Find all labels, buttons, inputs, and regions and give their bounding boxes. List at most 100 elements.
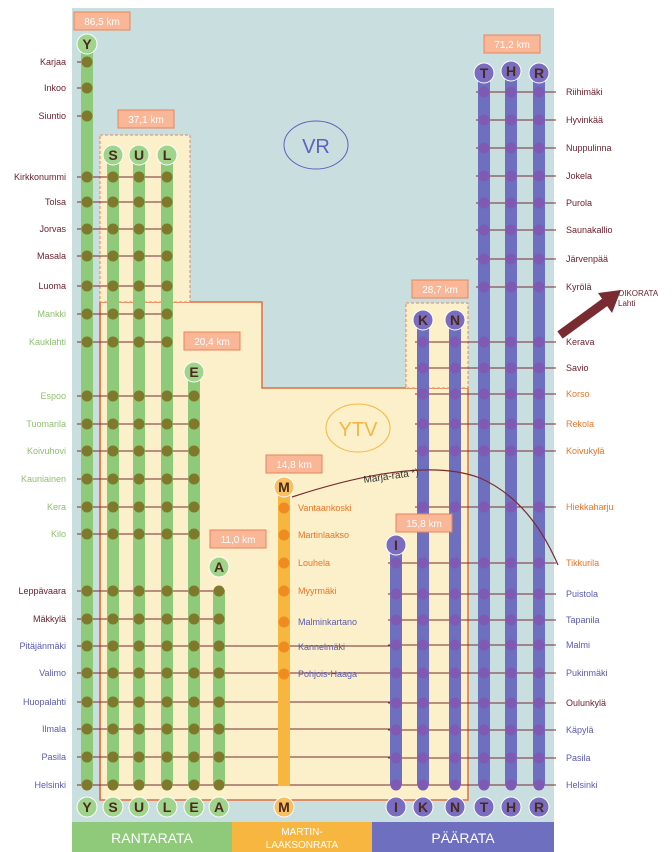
line-badge-letter: I [394,537,398,553]
station-dot [81,390,93,402]
line-badge-top-I [385,534,407,556]
line-bar-A [213,590,225,786]
station-label-right: Kerava [566,337,595,347]
station-dot [449,501,461,513]
station-label-right: Käpylä [566,725,594,735]
station-dot [107,223,119,235]
station-dot [81,336,93,348]
station-dot [161,751,173,763]
station-dot [161,640,173,652]
station-dot [478,253,490,265]
station-dot [107,171,119,183]
station-dot [188,779,200,791]
station-dot [161,336,173,348]
station-dot [505,281,517,293]
line-badge-letter: M [278,799,290,815]
station-dot [161,528,173,540]
line-badge-letter: R [534,65,544,81]
station-dot [161,501,173,513]
station-dot [107,585,119,597]
line-badge-bottom-T [473,796,495,818]
station-dot [107,473,119,485]
distance-box [483,34,541,54]
station-dot [213,640,225,652]
station-dot [213,613,225,625]
station-dot [533,86,545,98]
station-dot [478,752,490,764]
station-dot [505,752,517,764]
line-badge-letter: N [450,799,460,815]
distance-label: 15,8 km [406,519,442,530]
station-dot [478,388,490,400]
station-dot [278,668,290,680]
station-label-left: Pasila [41,752,66,762]
station-label-left: Kilo [51,529,66,539]
station-label-left: Kauniainen [21,474,66,484]
line-badge-letter: E [189,799,198,815]
station-label-right: Nuppulinna [566,143,612,153]
station-dot [161,196,173,208]
station-dot [478,86,490,98]
station-dot [417,588,429,600]
station-label-left: Leppävaara [18,586,66,596]
station-dot [505,697,517,709]
station-label-left: Espoo [40,391,66,401]
distance-label: 28,7 km [422,285,458,296]
station-dot [133,336,145,348]
ytv-circle [325,403,391,453]
line-badge-bottom-H [500,796,522,818]
station-dot [81,110,93,122]
station-label-right: Koivukylä [566,446,605,456]
station-dot [161,696,173,708]
station-dot [533,142,545,154]
station-label-right: Pukinmäki [566,668,608,678]
line-badge-bottom-E [183,796,205,818]
station-dot [390,557,402,569]
station-dot [81,696,93,708]
station-dot [161,667,173,679]
marja-rata-curve [291,469,559,566]
station-dot [417,445,429,457]
station-dot [81,196,93,208]
oikorata-arrow [557,290,621,339]
line-badge-top-N [444,309,466,331]
station-dot [505,86,517,98]
line-badge-letter: U [134,147,144,163]
rantarata-label: RANTARATA [111,830,193,846]
station-dot [107,640,119,652]
station-label-left: Koivuhovi [27,446,66,456]
station-label-right: Riihimäki [566,87,603,97]
station-dot [533,388,545,400]
station-dot [417,336,429,348]
station-dot [188,445,200,457]
station-dot [449,418,461,430]
station-dot [533,588,545,600]
line-badge-letter: N [450,312,460,328]
station-dot [188,418,200,430]
station-dot [417,362,429,374]
station-dot [213,779,225,791]
station-dot [213,667,225,679]
station-dot [278,557,290,569]
line-badge-letter: U [134,799,144,815]
station-dot [533,779,545,791]
station-dot [449,752,461,764]
station-dot [161,418,173,430]
line-badge-top-E [183,361,205,383]
station-label-left: Jorvas [39,224,66,234]
station-dot [505,614,517,626]
station-label-left: Pitäjänmäki [19,641,66,651]
station-dot [107,250,119,262]
station-dot [213,696,225,708]
paarata-bar [372,822,554,852]
station-dot [188,585,200,597]
martinlaaksonrata-label-1: MARTIN- [281,827,322,838]
station-label-left: Tuomarila [26,419,66,429]
station-label-right: Tapanila [566,615,600,625]
station-dot [533,281,545,293]
station-dot [161,445,173,457]
station-label-right: Oulunkylä [566,698,606,708]
station-label-right: Malmi [566,640,590,650]
station-dot [161,473,173,485]
station-dot [505,639,517,651]
